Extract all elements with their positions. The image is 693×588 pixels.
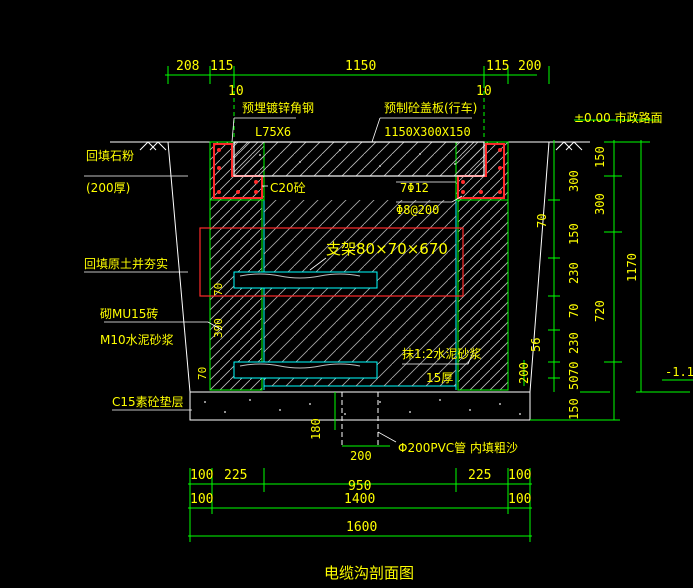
lower-bracket <box>233 361 378 379</box>
bottom-row3-1600: 1600 <box>346 520 377 535</box>
bottom-row1-100-right: 100 <box>508 468 531 483</box>
brick-label-1: 砌MU15砖 <box>100 306 158 321</box>
top-dimension-group <box>165 66 550 140</box>
concrete-cushion <box>189 391 531 421</box>
mortar-label-1: 抹1:2水泥砂浆 <box>402 346 481 361</box>
right-col2-230-a: 230 <box>567 262 581 284</box>
cover-label-1: 预制砼盖板(行车) <box>384 100 477 115</box>
pvc-pipe <box>341 392 379 446</box>
trench-walls <box>209 199 509 391</box>
right-col3-200: 200 <box>517 362 531 384</box>
bracket-highlight-box <box>199 227 464 297</box>
upper-bracket <box>233 271 378 289</box>
rebar-dots <box>217 148 502 194</box>
top-dim-208: 208 <box>176 59 199 74</box>
depth-180: 180 <box>309 418 323 440</box>
bottom-row2-100-right: 100 <box>508 492 531 507</box>
bottom-row1-225-right: 225 <box>468 468 491 483</box>
leader-lines <box>84 117 475 443</box>
trench-interior-hatch <box>264 200 456 386</box>
bracket-label: 支架80×70×670 <box>326 240 448 258</box>
right-dim-texts: ±0.00 市政路面 -1.170 150 300 720 150 1170 3… <box>517 110 693 420</box>
cover-label-2: 1150X300X150 <box>384 125 471 139</box>
fill-stone-label-2: (200厚) <box>86 181 130 195</box>
right-col2-300: 300 <box>567 170 581 192</box>
bottom-row2-1400: 1400 <box>344 492 375 507</box>
cushion-label: C15素砼垫层 <box>112 394 184 409</box>
angle-steel-label-2: L75X6 <box>255 125 291 139</box>
label-texts: 预埋镀锌角钢 L75X6 预制砼盖板(行车) 1150X300X150 回填石粉… <box>84 100 518 463</box>
right-col2-70-b: 70 <box>567 362 581 376</box>
right-col1-total-1170: 1170 <box>625 253 639 282</box>
cable-brackets <box>233 271 378 379</box>
bottom-dimension-group <box>188 468 532 542</box>
right-col1-720: 720 <box>593 300 607 322</box>
wall-dim-70-b: 70 <box>196 367 209 380</box>
top-dim-10-right: 10 <box>476 84 492 99</box>
drawing-title: 电缆沟剖面图 <box>324 564 414 582</box>
right-dimension-group <box>523 119 693 421</box>
right-col3-56: 56 <box>529 338 543 352</box>
bottom-row1-950: 950 <box>348 479 371 494</box>
brick-label-2: M10水泥砂浆 <box>100 332 174 347</box>
mortar-label-2: 15厚 <box>426 371 453 385</box>
top-dim-200: 200 <box>518 59 541 74</box>
wall-dim-70-a: 70 <box>212 283 225 296</box>
bottom-row2-100-left: 100 <box>190 492 213 507</box>
top-dim-115-left: 115 <box>210 59 233 74</box>
bottom-dim-texts: 100 225 950 225 100 100 1400 100 1600 <box>190 468 531 535</box>
top-dim-10-left: 10 <box>228 84 244 99</box>
angle-steel-label-1: 预埋镀锌角钢 <box>242 101 314 115</box>
pvc-label: Φ200PVC管 内填粗沙 <box>398 440 518 455</box>
pvc-dim: 200 <box>350 449 372 463</box>
right-col1-300: 300 <box>593 193 607 215</box>
top-dim-texts: 208 115 1150 115 200 10 10 <box>176 59 541 99</box>
right-col2-230-b: 230 <box>567 332 581 354</box>
bottom-row1-225-left: 225 <box>224 468 247 483</box>
excavation-slopes <box>167 141 550 393</box>
elevation-bottom: -1.170 <box>665 365 693 379</box>
right-col1-150-top: 150 <box>593 146 607 168</box>
top-dim-115-right: 115 <box>486 59 509 74</box>
right-col2-70-a: 70 <box>567 304 581 318</box>
top-dim-1150: 1150 <box>345 59 376 74</box>
right-col2-50: 50 <box>567 376 581 390</box>
fill-stone-label-1: 回填石粉 <box>86 149 134 163</box>
rebar-label-1: 7Φ12 <box>400 181 429 195</box>
right-col3-70: 70 <box>535 214 549 228</box>
rebar-label-2: Φ8@200 <box>396 203 439 217</box>
cover-slab <box>233 141 485 177</box>
c20-label: C20砼 <box>270 181 306 195</box>
right-wall <box>457 199 509 391</box>
backfill-soil-label: 回填原土并夯实 <box>84 256 168 271</box>
right-col1-150-bottom: 150 <box>567 398 581 420</box>
bottom-row1-100-left: 100 <box>190 468 213 483</box>
right-col2-150: 150 <box>567 223 581 245</box>
elevation-top: ±0.00 市政路面 <box>574 110 663 125</box>
